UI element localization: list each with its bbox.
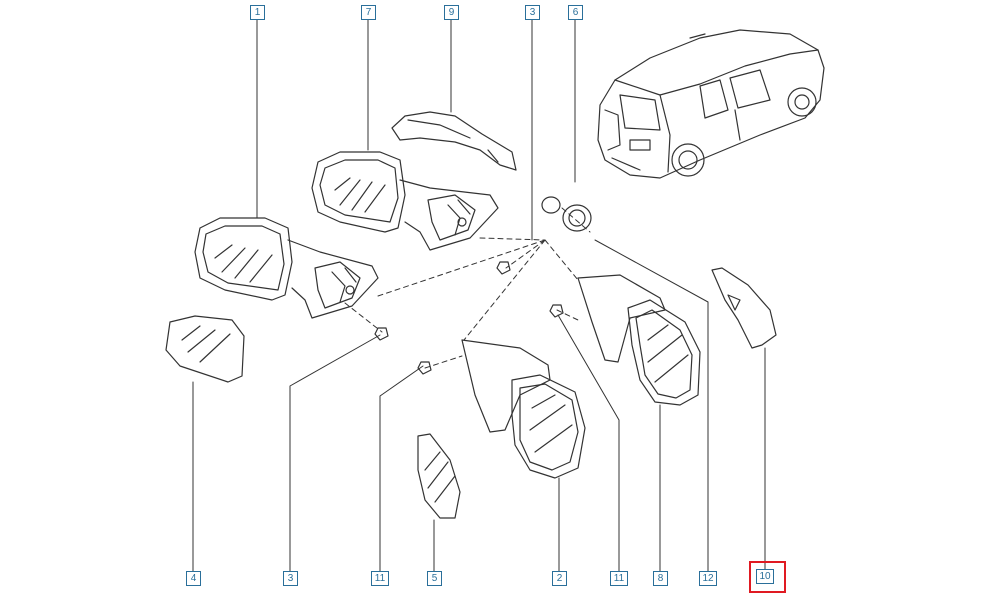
mirror-glass-small [417,433,461,519]
callout-1: 1 [250,5,265,20]
leader-lines [192,15,766,573]
mirror-housing-right [577,274,701,406]
callout-11-left: 11 [371,571,389,586]
callout-7: 7 [361,5,376,20]
mirror-assembly-upper [311,151,499,251]
screws [374,261,564,375]
callout-5: 5 [427,571,442,586]
trim-cover [711,267,777,349]
callout-8: 8 [653,571,668,586]
callout-6: 6 [568,5,583,20]
callout-10-highlight [749,561,786,593]
mirror-housing-lower [461,339,586,479]
mirror-assembly-lower [194,217,379,319]
mirror-cover [391,111,517,171]
callout-3-bottom: 3 [283,571,298,586]
mirror-glass-large [165,315,245,383]
callout-2: 2 [552,571,567,586]
callout-9: 9 [444,5,459,20]
callout-11-right: 11 [610,571,628,586]
callout-4: 4 [186,571,201,586]
callout-10[interactable]: 10 [756,569,774,584]
callout-3-top: 3 [525,5,540,20]
car-illustration [597,29,825,179]
grommet-parts [541,196,592,232]
assembly-dashed-lines [344,207,591,369]
callout-12: 12 [699,571,717,586]
